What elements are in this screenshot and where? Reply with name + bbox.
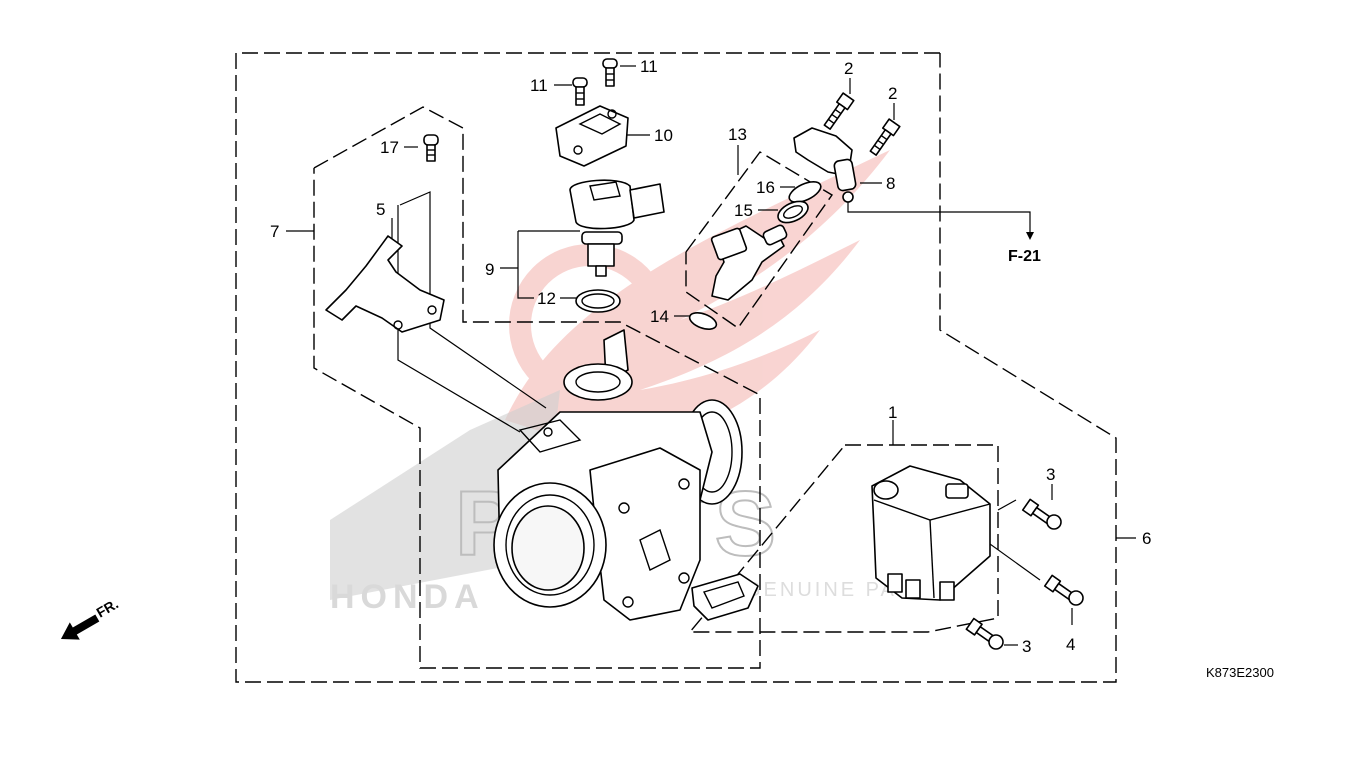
o-ring-14 [688, 312, 718, 330]
module-1 [871, 465, 991, 601]
joint-8 [793, 127, 857, 203]
callout-1[interactable]: 1 [888, 403, 897, 422]
sensor-9 [569, 179, 665, 277]
bracket-5 [325, 235, 445, 333]
front-arrow-icon [60, 614, 100, 640]
callout-5[interactable]: 5 [376, 200, 385, 219]
callout-9[interactable]: 9 [485, 260, 494, 279]
callout-3b[interactable]: 3 [1022, 637, 1031, 656]
screw-11a [572, 77, 588, 106]
callout-11b[interactable]: 11 [640, 57, 658, 76]
callout-15[interactable]: 15 [734, 201, 753, 220]
bolt-2a [823, 92, 855, 130]
leader-lines [286, 65, 1136, 646]
callout-16[interactable]: 16 [756, 178, 775, 197]
callout-3a[interactable]: 3 [1046, 465, 1055, 484]
parts [325, 58, 1084, 650]
callout-6[interactable]: 6 [1142, 529, 1151, 548]
direction-label: FR. [94, 595, 122, 620]
screw-11b [602, 58, 618, 87]
callout-14[interactable]: 14 [650, 307, 669, 326]
leader-ref [847, 200, 1031, 232]
callout-8[interactable]: 8 [886, 174, 895, 193]
outer-frame [235, 52, 1117, 683]
leader-5-body [399, 191, 547, 409]
bolt-3a-head [1046, 514, 1062, 530]
reference-f21[interactable]: F-21 [1008, 248, 1041, 265]
o-ring-16 [788, 180, 822, 204]
throttle-body [493, 329, 743, 621]
cover-10 [555, 105, 629, 167]
seal-15 [777, 200, 809, 224]
leader-1-screw [997, 499, 1017, 511]
callout-2b[interactable]: 2 [888, 84, 897, 103]
bracket-group-frame [313, 106, 761, 669]
callout-17[interactable]: 17 [380, 138, 399, 157]
drawing-code: K873E2300 [1206, 665, 1274, 680]
bolt-3b-head [988, 634, 1004, 650]
injector-group-frame [685, 151, 834, 329]
callout-12[interactable]: 12 [537, 289, 556, 308]
watermark-line: HONDA [330, 578, 485, 616]
callout-11a[interactable]: 11 [530, 76, 548, 95]
callout-2a[interactable]: 2 [844, 59, 853, 78]
leader-9-bracket [517, 231, 534, 299]
callout-7[interactable]: 7 [270, 222, 279, 241]
bolt-4-head [1068, 590, 1084, 606]
injector-13 [710, 224, 788, 301]
gasket [691, 573, 759, 621]
callout-10[interactable]: 10 [654, 126, 673, 145]
bolt-2b [869, 118, 901, 156]
callout-13[interactable]: 13 [728, 125, 747, 144]
callout-4[interactable]: 4 [1066, 635, 1075, 654]
callouts: 1 2 2 3 3 4 5 6 7 8 9 10 11 11 12 13 14 … [270, 57, 1151, 656]
leader-5-lower [397, 205, 521, 433]
ref-arrowhead [1026, 232, 1034, 240]
screw-17 [423, 134, 439, 162]
direction-indicator: FR. [60, 595, 122, 640]
